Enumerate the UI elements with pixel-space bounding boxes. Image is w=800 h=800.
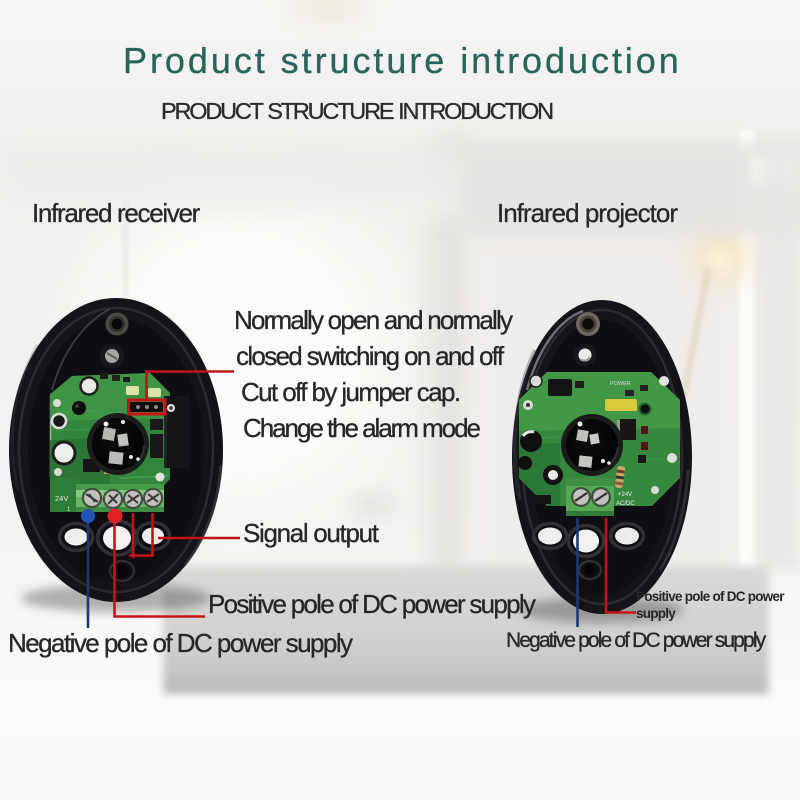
svg-text:AC/DC: AC/DC: [616, 501, 635, 507]
svg-text:24V: 24V: [55, 494, 68, 503]
svg-text:+24V: +24V: [618, 492, 632, 498]
svg-text:POWER: POWER: [610, 381, 631, 387]
svg-text:1: 1: [67, 507, 71, 513]
